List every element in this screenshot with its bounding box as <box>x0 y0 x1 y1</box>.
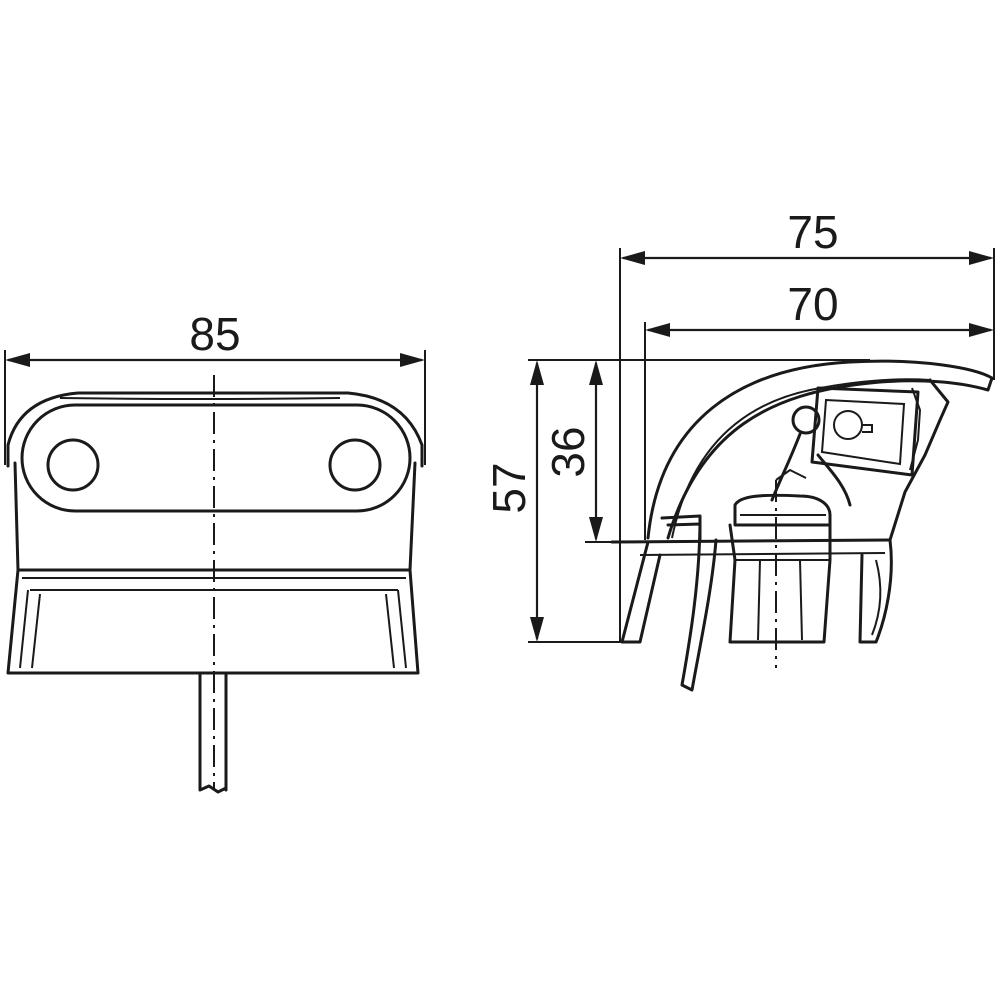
front-body-right <box>408 461 417 572</box>
right-mounting-hole <box>328 438 382 492</box>
height-arrow-top <box>530 360 544 385</box>
bulb-icon <box>833 410 863 440</box>
inner-height-arrow-top <box>589 360 603 385</box>
left-mounting-hole <box>46 438 100 492</box>
front-housing-cap-inner <box>59 397 341 400</box>
bulb-holder-inner <box>820 398 906 466</box>
front-body-left <box>13 461 20 572</box>
inner-height-arrow-bottom <box>589 517 603 542</box>
height-arrow-bottom <box>530 617 544 642</box>
width-arrow-right <box>400 353 425 367</box>
width-arrow-left <box>5 353 30 367</box>
side-hood-outer <box>646 359 994 540</box>
plug-top-detail <box>740 468 826 516</box>
mount-depth-arrow-right <box>969 323 994 337</box>
front-view: 85 <box>4 308 426 794</box>
height-label: 57 <box>483 462 535 513</box>
plug-body-ribs <box>735 559 830 641</box>
bulb-contact <box>862 424 873 433</box>
front-base-right-foot <box>385 589 407 669</box>
depth-arrow-left <box>620 251 645 265</box>
inner-height-label: 36 <box>542 426 594 477</box>
front-base-left-foot <box>19 589 41 669</box>
side-base-left-leg <box>620 540 662 644</box>
mount-depth-arrow-left <box>645 323 670 337</box>
mount-depth-label: 70 <box>787 278 838 330</box>
socket-knob <box>791 405 821 435</box>
depth-arrow-right <box>969 251 994 265</box>
side-hood-inner <box>671 378 931 539</box>
side-view: 75 70 57 36 <box>483 206 995 692</box>
front-lens-plate <box>20 403 412 513</box>
width-label: 85 <box>189 308 240 360</box>
side-base-right-leg <box>858 538 893 644</box>
front-base-outline <box>6 568 420 675</box>
plug-body <box>728 523 832 644</box>
depth-label: 75 <box>787 206 838 258</box>
side-base-plate <box>610 538 892 544</box>
side-base-plate-2 <box>639 552 886 556</box>
plug-top-block <box>733 493 832 527</box>
bulb-holder <box>810 386 920 477</box>
side-base-right-leg-inner <box>871 559 882 636</box>
side-hood-bracket <box>888 378 950 542</box>
side-cable <box>680 516 718 692</box>
